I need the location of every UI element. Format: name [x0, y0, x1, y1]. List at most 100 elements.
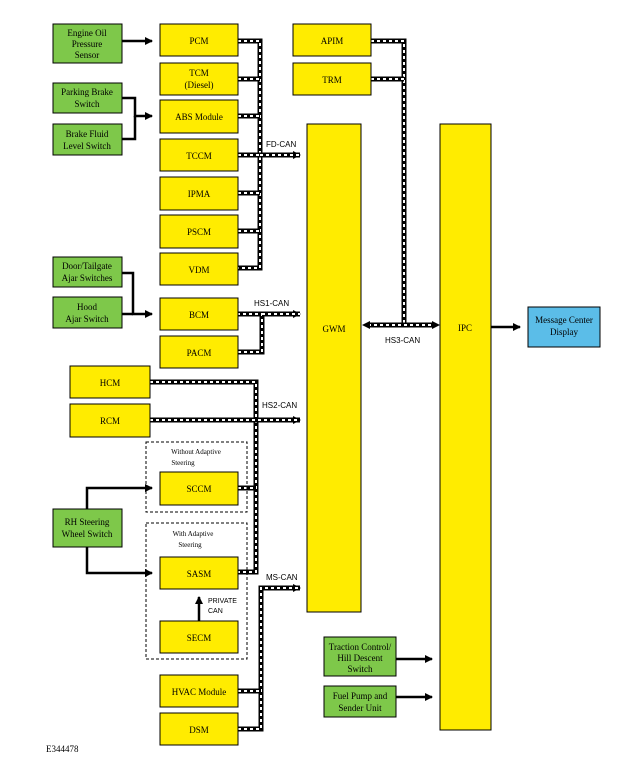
traction-control-hill-descent-switch: Traction Control/ Hill Descent Switch	[323, 636, 397, 677]
apim-module: APIM	[292, 23, 372, 57]
pacm-module: PACM	[159, 335, 239, 369]
vdm-module: VDM	[159, 252, 239, 286]
hood-ajar-switch: Hood Ajar Switch	[52, 296, 123, 329]
svg-text:BCM: BCM	[189, 310, 209, 320]
abs-module: ABS Module	[159, 99, 239, 134]
svg-text:Engine Oil: Engine Oil	[67, 28, 107, 38]
hs2-can-label: HS2-CAN	[262, 401, 297, 410]
svg-text:SECM: SECM	[187, 633, 212, 643]
engine-oil-pressure-sensor: Engine Oil Pressure Sensor	[52, 23, 123, 64]
bus-lines	[150, 38, 440, 732]
svg-text:TCCM: TCCM	[186, 151, 212, 161]
svg-text:Traction Control/: Traction Control/	[329, 642, 392, 652]
hs1-can-bus	[238, 310, 301, 355]
tccm-module: TCCM	[159, 138, 239, 172]
brake-fluid-level-switch: Brake Fluid Level Switch	[52, 123, 123, 156]
ms-can-label: MS-CAN	[266, 573, 298, 582]
svg-text:Display: Display	[550, 327, 578, 337]
with-adaptive-steering-group	[145, 522, 248, 660]
hs2-can-bus-dash	[150, 381, 257, 573]
ipc-module: IPC	[439, 123, 492, 731]
private-can-label-1: PRIVATE	[208, 598, 237, 605]
svg-text:Door/Tailgate: Door/Tailgate	[62, 261, 112, 271]
hs1-can-bus-dash	[238, 313, 263, 353]
svg-text:Sender Unit: Sender Unit	[338, 703, 382, 713]
fd-can-label: FD-CAN	[266, 140, 296, 149]
svg-text:VDM: VDM	[188, 265, 209, 275]
dsm-module: DSM	[159, 712, 239, 746]
svg-text:SCCM: SCCM	[186, 484, 211, 494]
svg-text:Pressure: Pressure	[72, 39, 103, 49]
rcm-module: RCM	[69, 403, 151, 438]
door-to-bcm-wire	[122, 271, 153, 318]
svg-text:Sensor: Sensor	[75, 50, 100, 60]
hardwired-connections	[85, 37, 521, 701]
hs3-can-label: HS3-CAN	[385, 336, 420, 345]
tcm-module: TCM (Diesel)	[159, 62, 239, 96]
svg-text:Switch: Switch	[74, 99, 100, 109]
pcm-module: PCM	[159, 23, 239, 57]
svg-text:RCM: RCM	[100, 416, 120, 426]
svg-text:IPC: IPC	[458, 323, 472, 333]
svg-text:Ajar Switches: Ajar Switches	[62, 273, 113, 283]
sccm-module: SCCM	[159, 471, 239, 506]
hs3-can-arrowhead	[362, 321, 370, 329]
svg-text:Ajar Switch: Ajar Switch	[65, 314, 109, 324]
hs3-can-bus-segment	[371, 38, 407, 325]
hvac-module: HVAC Module	[159, 674, 239, 708]
fd-can-bus	[238, 38, 301, 271]
hs1-can-label: HS1-CAN	[254, 299, 289, 308]
svg-text:PSCM: PSCM	[187, 227, 211, 237]
svg-text:TRM: TRM	[322, 75, 342, 85]
without-adaptive-steering-group	[145, 441, 248, 513]
private-can-label-2: CAN	[208, 608, 223, 615]
hs3-can-arrowhead	[432, 321, 440, 329]
svg-text:HCM: HCM	[100, 378, 121, 388]
fuel-pump-sender-unit: Fuel Pump and Sender Unit	[323, 685, 397, 718]
hs3-can-bus-dash	[371, 40, 405, 325]
parking-brake-switch: Parking Brake Switch	[52, 82, 123, 114]
svg-text:(Diesel): (Diesel)	[185, 80, 214, 90]
ms-can-bus	[238, 584, 301, 732]
hcm-module: HCM	[69, 365, 151, 399]
svg-text:TCM: TCM	[189, 68, 209, 78]
message-center-display: Message Center Display	[527, 306, 601, 348]
svg-text:PCM: PCM	[189, 36, 208, 46]
trm-module: TRM	[292, 62, 372, 96]
svg-text:Switch: Switch	[347, 664, 373, 674]
without-adaptive-label-2: Steering	[171, 459, 195, 467]
hs3-can-bus	[368, 38, 433, 328]
rh-steering-to-sccm-wire	[85, 484, 153, 509]
without-adaptive-label-1: Without Adaptive	[171, 448, 221, 456]
svg-text:DSM: DSM	[189, 725, 209, 735]
svg-text:HVAC Module: HVAC Module	[172, 687, 227, 697]
ms-can-bus-segment	[238, 584, 301, 732]
rh-steering-wheel-switch: RH Steering Wheel Switch	[52, 508, 123, 548]
secm-module: SECM	[159, 620, 239, 654]
svg-text:Hill Descent: Hill Descent	[337, 653, 383, 663]
fd-can-bus-dash	[238, 40, 261, 269]
svg-text:Parking Brake: Parking Brake	[61, 87, 113, 97]
svg-text:Level Switch: Level Switch	[63, 141, 111, 151]
door-tailgate-ajar-switches: Door/Tailgate Ajar Switches	[52, 256, 123, 288]
svg-text:PACM: PACM	[187, 348, 212, 358]
svg-text:Brake Fluid: Brake Fluid	[66, 129, 109, 139]
gwm-module: GWM	[306, 123, 362, 613]
bcm-module: BCM	[159, 297, 239, 331]
svg-text:Message Center: Message Center	[535, 315, 593, 325]
with-adaptive-label-2: Steering	[178, 541, 202, 549]
rh-steering-to-sasm-wire	[85, 547, 153, 577]
pscm-module: PSCM	[159, 214, 239, 249]
sasm-module: SASM	[159, 556, 239, 590]
brake-fluid-to-abs-wire	[122, 116, 137, 141]
svg-text:GWM: GWM	[323, 324, 346, 334]
svg-text:IPMA: IPMA	[188, 189, 211, 199]
svg-text:Fuel Pump and: Fuel Pump and	[333, 691, 388, 701]
svg-text:Wheel Switch: Wheel Switch	[62, 529, 113, 539]
hs1-can-bus-segment	[238, 311, 265, 355]
svg-text:APIM: APIM	[321, 36, 344, 46]
svg-text:ABS Module: ABS Module	[175, 112, 223, 122]
svg-text:Hood: Hood	[77, 302, 97, 312]
svg-text:RH Steering: RH Steering	[65, 517, 110, 527]
